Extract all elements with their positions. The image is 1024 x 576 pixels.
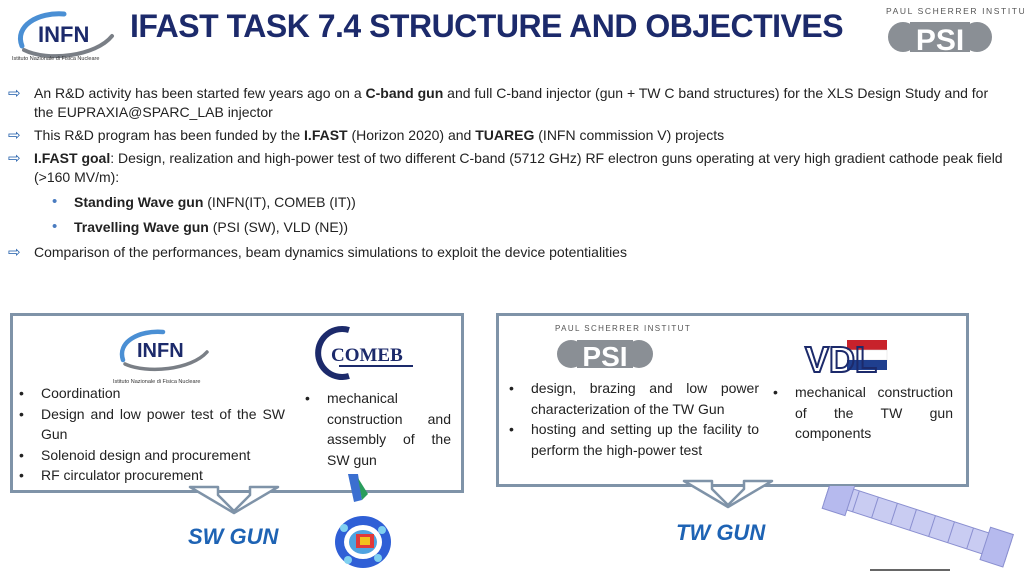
infn-task-list: Coordination Design and low power test o…: [13, 383, 285, 486]
svg-text:VDL: VDL: [805, 339, 877, 376]
list-item: Coordination: [13, 383, 285, 404]
bullet-funding: ⇨ This R&D program has been funded by th…: [8, 127, 725, 144]
comeb-task-list: mechanical construction and assembly of …: [299, 388, 451, 470]
list-item: design, brazing and low power characteri…: [503, 378, 759, 419]
main-bullet-list: ⇨ An R&D activity has been started few y…: [8, 84, 1008, 266]
bullet-rd-activity: ⇨ An R&D activity has been started few y…: [8, 85, 989, 120]
bullet-ifast-goal: ⇨ I.FAST goal: Design, realization and h…: [8, 150, 1003, 185]
arrow-down-icon: [682, 479, 774, 509]
comeb-logo: COMEB: [309, 324, 421, 380]
page-title: IFAST TASK 7.4 STRUCTURE AND OBJECTIVES: [130, 8, 844, 44]
psi-task-list: design, brazing and low power characteri…: [503, 378, 759, 460]
svg-text:INFN: INFN: [38, 22, 89, 47]
sw-gun-label: SW GUN: [188, 524, 279, 549]
svg-text:PSI: PSI: [916, 24, 964, 56]
arrow-right-icon: ⇨: [8, 150, 21, 167]
psi-logo-caption: PAUL SCHERRER INSTITUT: [555, 324, 692, 333]
tw-gun-box: PAUL SCHERRER INSTITUT PSI VDL design, b…: [496, 313, 969, 487]
bullet-comparison: ⇨ Comparison of the performances, beam d…: [8, 244, 627, 261]
infn-logo-caption: Istituto Nazionale di Fisica Nucleare: [12, 56, 100, 62]
psi-logo-caption: PAUL SCHERRER INSTITUT: [886, 6, 1024, 16]
sub-bullet-sw-gun: • Standing Wave gun (INFN(IT), COMEB (IT…: [52, 193, 356, 210]
sub-bullet-tw-gun: • Travelling Wave gun (PSI (SW), VLD (NE…: [52, 218, 349, 235]
vdl-logo: VDL: [803, 336, 889, 381]
psi-logo: PAUL SCHERRER INSTITUT PSI: [555, 324, 692, 376]
svg-text:PSI: PSI: [582, 341, 627, 372]
sw-gun-box: INFN Istituto Nazionale di Fisica Nuclea…: [10, 313, 464, 493]
infn-logo: INFN Istituto Nazionale di Fisica Nuclea…: [8, 6, 120, 66]
list-item: Solenoid design and procurement: [13, 445, 285, 466]
list-item: hosting and setting up the facility to p…: [503, 419, 759, 460]
arrow-down-icon: [188, 485, 280, 515]
list-item: mechanical construction of the TW gun co…: [767, 382, 953, 444]
svg-text:COMEB: COMEB: [331, 345, 403, 366]
arrow-right-icon: ⇨: [8, 85, 21, 102]
infn-logo: INFN Istituto Nazionale di Fisica Nuclea…: [113, 326, 213, 385]
arrow-right-icon: ⇨: [8, 127, 21, 144]
tw-gun-model-image: [821, 486, 1015, 571]
list-item: Design and low power test of the SW Gun: [13, 404, 285, 445]
bullet-dot-icon: •: [52, 218, 58, 235]
svg-text:INFN: INFN: [137, 340, 184, 362]
tw-gun-label: TW GUN: [676, 520, 766, 545]
vdl-task-list: mechanical construction of the TW gun co…: [767, 382, 953, 444]
arrow-right-icon: ⇨: [8, 244, 21, 261]
psi-logo: PAUL SCHERRER INSTITUT PSI: [886, 6, 1024, 58]
list-item: RF circulator procurement: [13, 465, 285, 486]
sw-gun-model-image: [335, 474, 391, 568]
bullet-dot-icon: •: [52, 193, 58, 210]
list-item: mechanical construction and assembly of …: [299, 388, 451, 470]
infn-logo-caption: Istituto Nazionale di Fisica Nucleare: [113, 379, 201, 385]
